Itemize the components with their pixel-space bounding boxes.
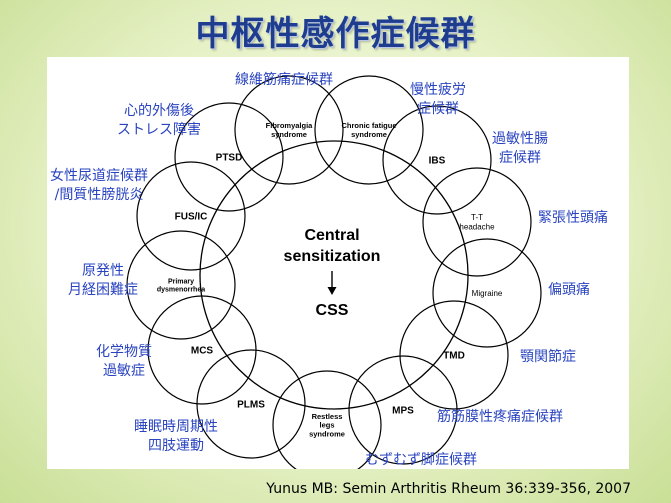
condition-label-tth: headache: [459, 223, 495, 232]
condition-circle-fibro: [234, 75, 344, 185]
jp-label-line: 過敏性腸: [492, 131, 548, 147]
page-title: 中枢性感作症候群: [195, 14, 476, 54]
central-circle: [199, 140, 469, 410]
condition-label-rls: Restless: [312, 412, 343, 421]
condition-label-ptsd: PTSD: [216, 153, 243, 164]
condition-label-mcs: MCS: [191, 346, 214, 357]
condition-label-tmd: TMD: [443, 351, 465, 362]
jp-label-line: 睡眠時周期性: [134, 419, 218, 435]
jp-label-line: 化学物質: [96, 344, 152, 360]
condition-circle-cfs: [314, 75, 424, 185]
condition-circle-mcs: [147, 295, 257, 405]
jp-label-line: 原発性: [82, 263, 124, 279]
condition-circle-tmd: [399, 300, 509, 410]
condition-label-ibs: IBS: [429, 156, 446, 167]
jp-label-mps: 筋筋膜性疼痛症候群: [437, 408, 563, 427]
condition-circle-ibs: [382, 105, 492, 215]
jp-label-line: 顎関節症: [520, 349, 576, 365]
jp-label-pd: 原発性月経困難症: [68, 262, 138, 300]
jp-label-rls: むずむず脚症候群: [365, 451, 477, 470]
jp-label-line: 心的外傷後: [124, 103, 194, 119]
jp-label-fibro: 線維筋痛症候群: [235, 71, 333, 90]
center-arrow-head: [327, 287, 337, 295]
jp-label-line: 症候群: [499, 150, 541, 166]
condition-circle-migraine: [432, 238, 542, 348]
jp-label-ptsd: 心的外傷後ストレス障害: [117, 102, 201, 140]
condition-circle-pd: [126, 230, 236, 340]
jp-label-mcs: 化学物質過敏症: [96, 343, 152, 381]
jp-label-line: 偏頭痛: [548, 282, 590, 298]
jp-label-migraine: 偏頭痛: [548, 281, 590, 300]
jp-label-fusic: 女性尿道症候群/間質性膀胱炎: [50, 167, 148, 205]
condition-label-fibro: syndrome: [271, 130, 307, 139]
jp-label-line: 慢性疲労: [410, 82, 466, 98]
condition-label-mps: MPS: [392, 406, 414, 417]
condition-label-rls: legs: [319, 421, 334, 430]
jp-label-line: /間質性膀胱炎: [54, 187, 144, 203]
jp-label-ibs: 過敏性腸症候群: [492, 130, 548, 168]
center-label-sensitization: sensitization: [284, 248, 381, 265]
condition-label-cfs: Chronic fatigue: [341, 121, 396, 130]
condition-circle-mps: [348, 355, 458, 465]
center-label-central: Central: [304, 227, 359, 244]
condition-circle-rls: [272, 370, 382, 469]
jp-label-plms: 睡眠時周期性四肢運動: [134, 418, 218, 456]
jp-label-line: 筋筋膜性疼痛症候群: [437, 409, 563, 425]
condition-label-tth: T-T: [471, 213, 483, 222]
jp-label-line: 線維筋痛症候群: [235, 72, 333, 88]
jp-label-line: ストレス障害: [117, 122, 201, 138]
condition-label-fusic: FUS/IC: [175, 212, 208, 223]
jp-label-line: 月経困難症: [68, 282, 138, 298]
center-layer: Central sensitization CSS: [284, 227, 381, 319]
condition-circle-ptsd: [174, 102, 284, 212]
condition-circle-fusic: [136, 161, 246, 271]
condition-label-fibro: Fibromyalgia: [266, 121, 314, 130]
jp-label-tmd: 顎関節症: [520, 348, 576, 367]
condition-label-pd: Primary: [168, 278, 194, 285]
jp-label-line: 緊張性頭痛: [538, 210, 608, 226]
condition-label-cfs: syndrome: [351, 130, 387, 139]
jp-label-tth: 緊張性頭痛: [538, 209, 608, 228]
condition-label-plms: PLMS: [237, 400, 265, 411]
condition-label-pd: dysmenorrhea: [157, 287, 205, 294]
jp-label-line: 症候群: [417, 101, 459, 117]
jp-label-line: 過敏症: [103, 363, 145, 379]
center-label-css: CSS: [316, 302, 349, 319]
jp-label-line: 四肢運動: [148, 438, 204, 454]
jp-label-line: むずむず脚症候群: [365, 452, 477, 468]
condition-circle-tth: [422, 167, 532, 277]
jp-label-cfs: 慢性疲労症候群: [410, 81, 466, 119]
citation: Yunus MB: Semin Arthritis Rheum 36:339-3…: [266, 481, 631, 497]
jp-label-line: 女性尿道症候群: [50, 168, 148, 184]
condition-label-migraine: Migraine: [472, 289, 503, 298]
condition-label-rls: syndrome: [309, 429, 345, 438]
